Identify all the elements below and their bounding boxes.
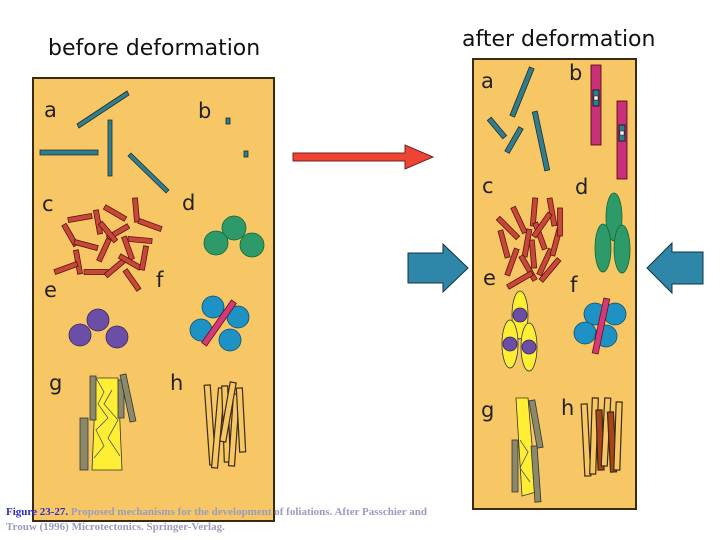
label-before-h: h (170, 371, 184, 395)
label-after-a: a (481, 69, 494, 93)
before-title: before deformation (48, 36, 261, 61)
before-a-minerals (39, 90, 170, 194)
caption-figure-number: Figure 23-27. (6, 506, 69, 518)
label-before-a: a (44, 98, 57, 122)
after-b-bars (590, 64, 628, 180)
label-before-e: e (44, 278, 57, 302)
label-after-g: g (481, 398, 495, 422)
before-f-bar (201, 299, 237, 347)
after-g-vein (511, 397, 544, 503)
before-e-circles (68, 308, 129, 349)
label-before-f: f (156, 268, 164, 292)
before-b-grain (243, 150, 249, 158)
after-e-shadows (501, 290, 538, 372)
before-f-circles (189, 295, 250, 352)
label-before-d: d (182, 191, 196, 215)
after-a-minerals (486, 66, 551, 172)
label-after-d: d (575, 175, 589, 199)
before-g-vein (79, 373, 137, 471)
label-after-c: c (482, 174, 494, 198)
label-after-b: b (569, 61, 583, 85)
after-f-bar (591, 297, 611, 355)
label-before-c: c (42, 192, 54, 216)
deformation-arrow (292, 144, 435, 170)
before-b-grain (225, 117, 231, 125)
after-d-ovals (594, 192, 631, 274)
after-h-bars (580, 397, 623, 477)
label-before-g: g (49, 371, 63, 395)
compression-arrow-left (407, 242, 469, 294)
label-after-h: h (561, 396, 575, 420)
compression-arrow-right (646, 241, 704, 295)
before-c-rods (53, 197, 163, 292)
caption-text: Proposed mechanisms for the development … (6, 506, 427, 533)
after-title: after deformation (462, 27, 656, 52)
label-after-e: e (483, 266, 496, 290)
before-d-circles (203, 215, 265, 258)
label-after-f: f (570, 273, 578, 297)
before-h-bars (203, 381, 247, 469)
after-c-rods (495, 197, 563, 290)
label-before-b: b (198, 99, 212, 123)
figure-caption: Figure 23-27. Proposed mechanisms for th… (6, 505, 456, 535)
